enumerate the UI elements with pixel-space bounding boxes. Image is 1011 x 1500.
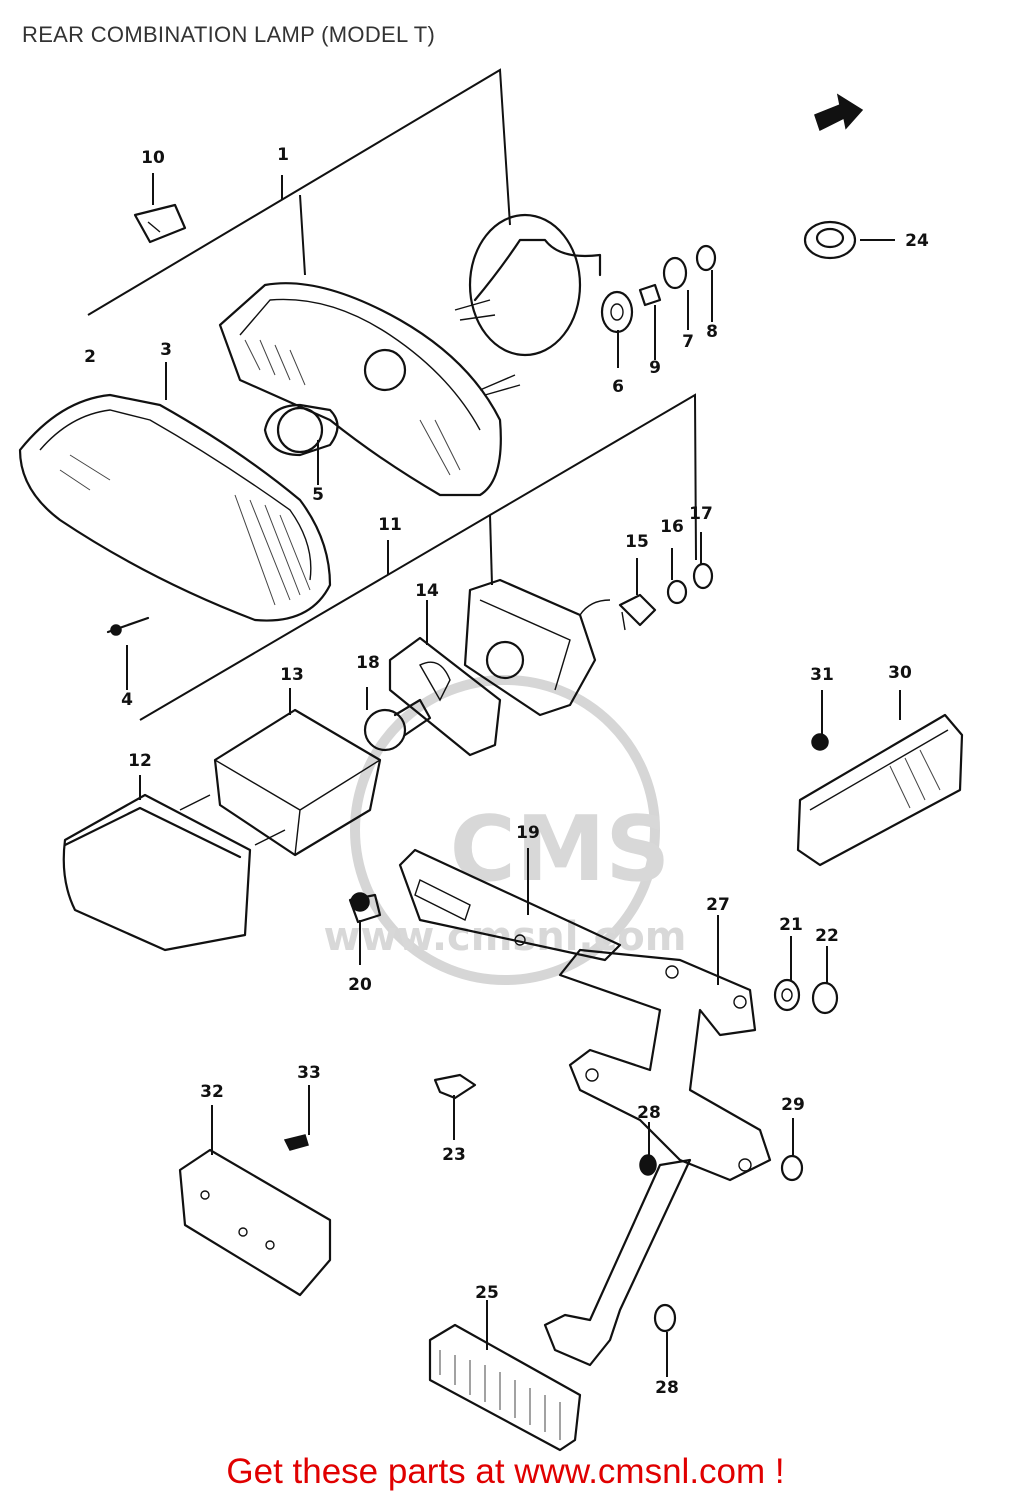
tail-lamp-lens xyxy=(18,393,332,622)
part-number-label: 8 xyxy=(706,322,718,342)
part-number-label: 28 xyxy=(637,1103,661,1123)
part-number-label: 5 xyxy=(312,485,324,505)
part-number-label: 13 xyxy=(280,665,304,685)
bulb-socket xyxy=(454,213,602,396)
arrow-icon xyxy=(814,93,864,132)
license-plate-cover xyxy=(178,1148,332,1297)
part-number-label: 9 xyxy=(649,358,661,378)
part-number-label: 21 xyxy=(779,915,803,935)
part-number-labels: 1 2 3 4 5 6 7 8 9 10 11 12 13 14 15 16 1… xyxy=(84,145,929,1398)
part-number-label: 15 xyxy=(625,532,649,552)
watermark-url: www.cmsnl.com xyxy=(324,914,687,960)
part-number-label: 23 xyxy=(442,1145,466,1165)
washers-and-nuts xyxy=(600,244,717,334)
screw-and-nuts xyxy=(618,562,714,631)
part-number-label: 18 xyxy=(356,653,380,673)
part-number-label: 24 xyxy=(905,231,929,251)
watermark: CMS www.cmsnl.com xyxy=(324,675,687,985)
grommet xyxy=(803,220,857,260)
part-number-label: 30 xyxy=(888,663,912,683)
watermark-brand: CMS xyxy=(450,797,670,902)
part-number-label: 6 xyxy=(612,377,624,397)
part-number-label: 32 xyxy=(200,1082,224,1102)
tail-lamp-housing xyxy=(218,282,502,497)
assembly-leaders xyxy=(87,68,697,721)
part-number-label: 1 xyxy=(277,145,289,165)
part-number-label: 20 xyxy=(348,975,372,995)
part-number-label: 11 xyxy=(378,515,402,535)
license-bulb xyxy=(363,698,432,752)
part-number-label: 14 xyxy=(415,581,439,601)
license-plate-bracket xyxy=(558,948,772,1182)
part-number-label: 7 xyxy=(682,332,694,352)
reflector-stay xyxy=(543,1158,692,1367)
hardware-bits xyxy=(283,892,839,1333)
part-number-label: 28 xyxy=(655,1378,679,1398)
part-number-label: 33 xyxy=(297,1063,321,1083)
part-number-label: 17 xyxy=(689,504,713,524)
part-number-label: 2 xyxy=(84,347,96,367)
part-number-label: 25 xyxy=(475,1283,499,1303)
license-lamp-lens xyxy=(62,793,286,952)
license-lamp-socket xyxy=(463,578,611,717)
side-reflector xyxy=(796,713,964,867)
screw xyxy=(106,616,150,636)
license-lamp-housing xyxy=(213,708,382,857)
footer-link[interactable]: Get these parts at www.cmsnl.com ! xyxy=(226,1452,785,1491)
part-number-label: 29 xyxy=(781,1095,805,1115)
clip xyxy=(133,203,187,244)
page-title: REAR COMBINATION LAMP (MODEL T) xyxy=(22,22,436,47)
bolt-31 xyxy=(811,733,829,751)
part-number-label: 12 xyxy=(128,751,152,771)
rear-reflector xyxy=(428,1323,582,1452)
part-number-label: 3 xyxy=(160,340,172,360)
part-number-label: 19 xyxy=(516,823,540,843)
part-number-label: 22 xyxy=(815,926,839,946)
part-number-label: 4 xyxy=(121,690,133,710)
gasket xyxy=(388,636,502,757)
callout-leaders xyxy=(126,173,901,1377)
part-number-label: 27 xyxy=(706,895,730,915)
part-number-label: 16 xyxy=(660,517,684,537)
part-number-label: 31 xyxy=(810,665,834,685)
part-number-label: 10 xyxy=(141,148,165,168)
bulb xyxy=(263,403,339,457)
